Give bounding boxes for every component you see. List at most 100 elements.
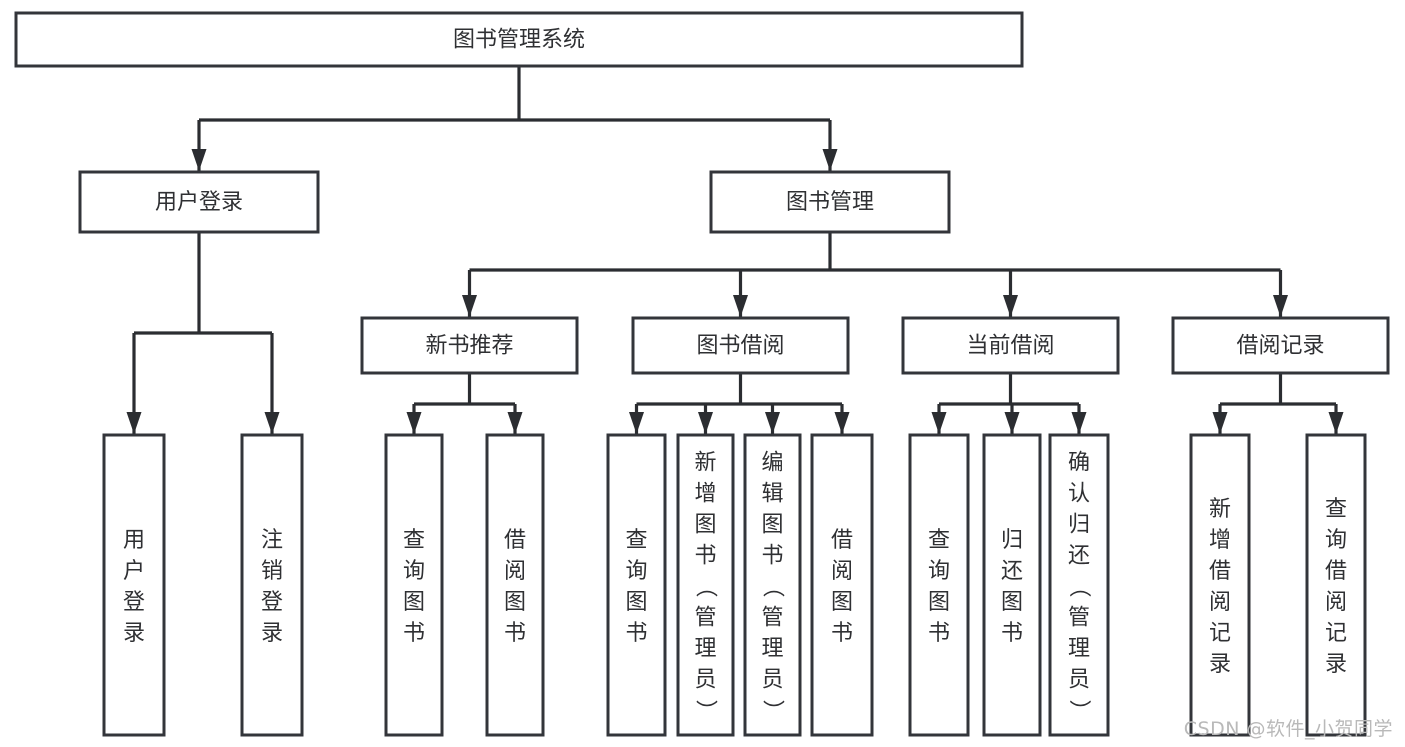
node-label-char: 还 <box>1068 544 1090 569</box>
node-label-char: 书 <box>1001 621 1023 646</box>
node-box <box>485 433 545 737</box>
node-label-char: 登 <box>261 590 283 615</box>
edge-group-book-borrow <box>629 373 850 434</box>
edge-group-root <box>191 66 838 171</box>
node-box <box>102 433 166 737</box>
node-new-book-rec[interactable]: 新书推荐 <box>360 316 579 375</box>
node-label-char: 书 <box>403 621 425 646</box>
node-label-char: 查 <box>625 528 647 553</box>
node-label-char: 借 <box>831 528 853 553</box>
arrowhead-icon <box>462 295 477 317</box>
arrowhead-icon <box>834 412 850 434</box>
node-box <box>810 433 874 737</box>
node-box <box>384 433 444 737</box>
node-label-char: ） <box>1066 699 1091 721</box>
node-label-char: 询 <box>1325 528 1347 553</box>
node-label-char: 图 <box>1001 590 1023 615</box>
node-label-char: 销 <box>261 559 283 584</box>
node-label-char: 理 <box>761 637 783 662</box>
node-box <box>606 433 667 737</box>
node-label-char: 询 <box>625 559 647 584</box>
node-label-char: （ <box>1066 575 1091 597</box>
node-root[interactable]: 图书管理系统 <box>14 11 1024 68</box>
node-box <box>631 316 850 375</box>
node-label-char: 归 <box>1068 513 1090 538</box>
node-label-char: 编 <box>761 451 783 476</box>
node-box <box>901 316 1120 375</box>
arrowhead-icon <box>1212 412 1228 434</box>
node-label-char: 理 <box>694 637 716 662</box>
node-user-login[interactable]: 用户登录 <box>78 170 320 234</box>
connector-layer <box>126 66 1344 434</box>
node-label-char: 图 <box>928 590 950 615</box>
edge-group-book-manage <box>462 232 1288 317</box>
node-box <box>360 316 579 375</box>
node-label-char: ） <box>760 699 785 721</box>
node-label-char: 书 <box>504 621 526 646</box>
node-label-char: 注 <box>261 528 283 553</box>
arrowhead-icon <box>406 412 422 434</box>
node-label-char: 图 <box>831 590 853 615</box>
arrowhead-icon <box>1328 412 1344 434</box>
node-label-char: 图 <box>504 590 526 615</box>
node-label-char: 员 <box>694 668 716 693</box>
arrowhead-icon <box>765 412 780 434</box>
node-box <box>676 433 735 737</box>
node-label-char: 录 <box>123 621 145 646</box>
node-label-char: 员 <box>1068 668 1090 693</box>
arrowhead-icon <box>264 412 280 434</box>
node-label-char: 管 <box>761 606 783 631</box>
node-label: 借阅记录 <box>1236 334 1324 359</box>
node-label-char: 借 <box>1325 559 1347 584</box>
node-label-char: 书 <box>694 544 716 569</box>
node-label-char: 录 <box>1325 652 1347 677</box>
edge-group-borrow-record <box>1212 373 1344 434</box>
node-box <box>1189 433 1251 737</box>
node-label-char: 图 <box>625 590 647 615</box>
node-box <box>14 11 1024 68</box>
arrowhead-icon <box>931 412 947 434</box>
node-label-char: 用 <box>123 528 145 553</box>
node-label-char: 新 <box>1209 497 1231 522</box>
node-label-char: 阅 <box>1209 590 1231 615</box>
node-label: 图书借阅 <box>696 334 784 359</box>
node-current-borrow[interactable]: 当前借阅 <box>901 316 1120 375</box>
node-box <box>1305 433 1367 737</box>
node-label-char: （ <box>693 575 718 597</box>
edge-group-current-borrow <box>931 373 1087 434</box>
node-label-char: 书 <box>761 544 783 569</box>
node-label-char: 录 <box>261 621 283 646</box>
node-borrow-record[interactable]: 借阅记录 <box>1171 316 1390 375</box>
node-box <box>1048 433 1110 737</box>
arrowhead-icon <box>507 412 523 434</box>
node-label-char: 书 <box>928 621 950 646</box>
node-label: 新书推荐 <box>425 334 513 359</box>
node-label-char: 登 <box>123 590 145 615</box>
node-label-char: 借 <box>504 528 526 553</box>
node-book-borrow[interactable]: 图书借阅 <box>631 316 850 375</box>
node-label-char: 查 <box>403 528 425 553</box>
node-label-char: 增 <box>1209 528 1231 553</box>
node-book-manage[interactable]: 图书管理 <box>709 170 951 234</box>
node-label-char: 询 <box>928 559 950 584</box>
node-label-char: 归 <box>1001 528 1023 553</box>
leaf-user-login-do[interactable]: 用户登录 <box>102 433 166 737</box>
arrowhead-icon <box>1273 295 1288 317</box>
node-label-char: 记 <box>1325 621 1347 646</box>
node-label-char: 查 <box>1325 497 1347 522</box>
arrowhead-icon <box>733 295 748 317</box>
node-label-char: 书 <box>625 621 647 646</box>
arrowhead-icon <box>1004 412 1020 434</box>
